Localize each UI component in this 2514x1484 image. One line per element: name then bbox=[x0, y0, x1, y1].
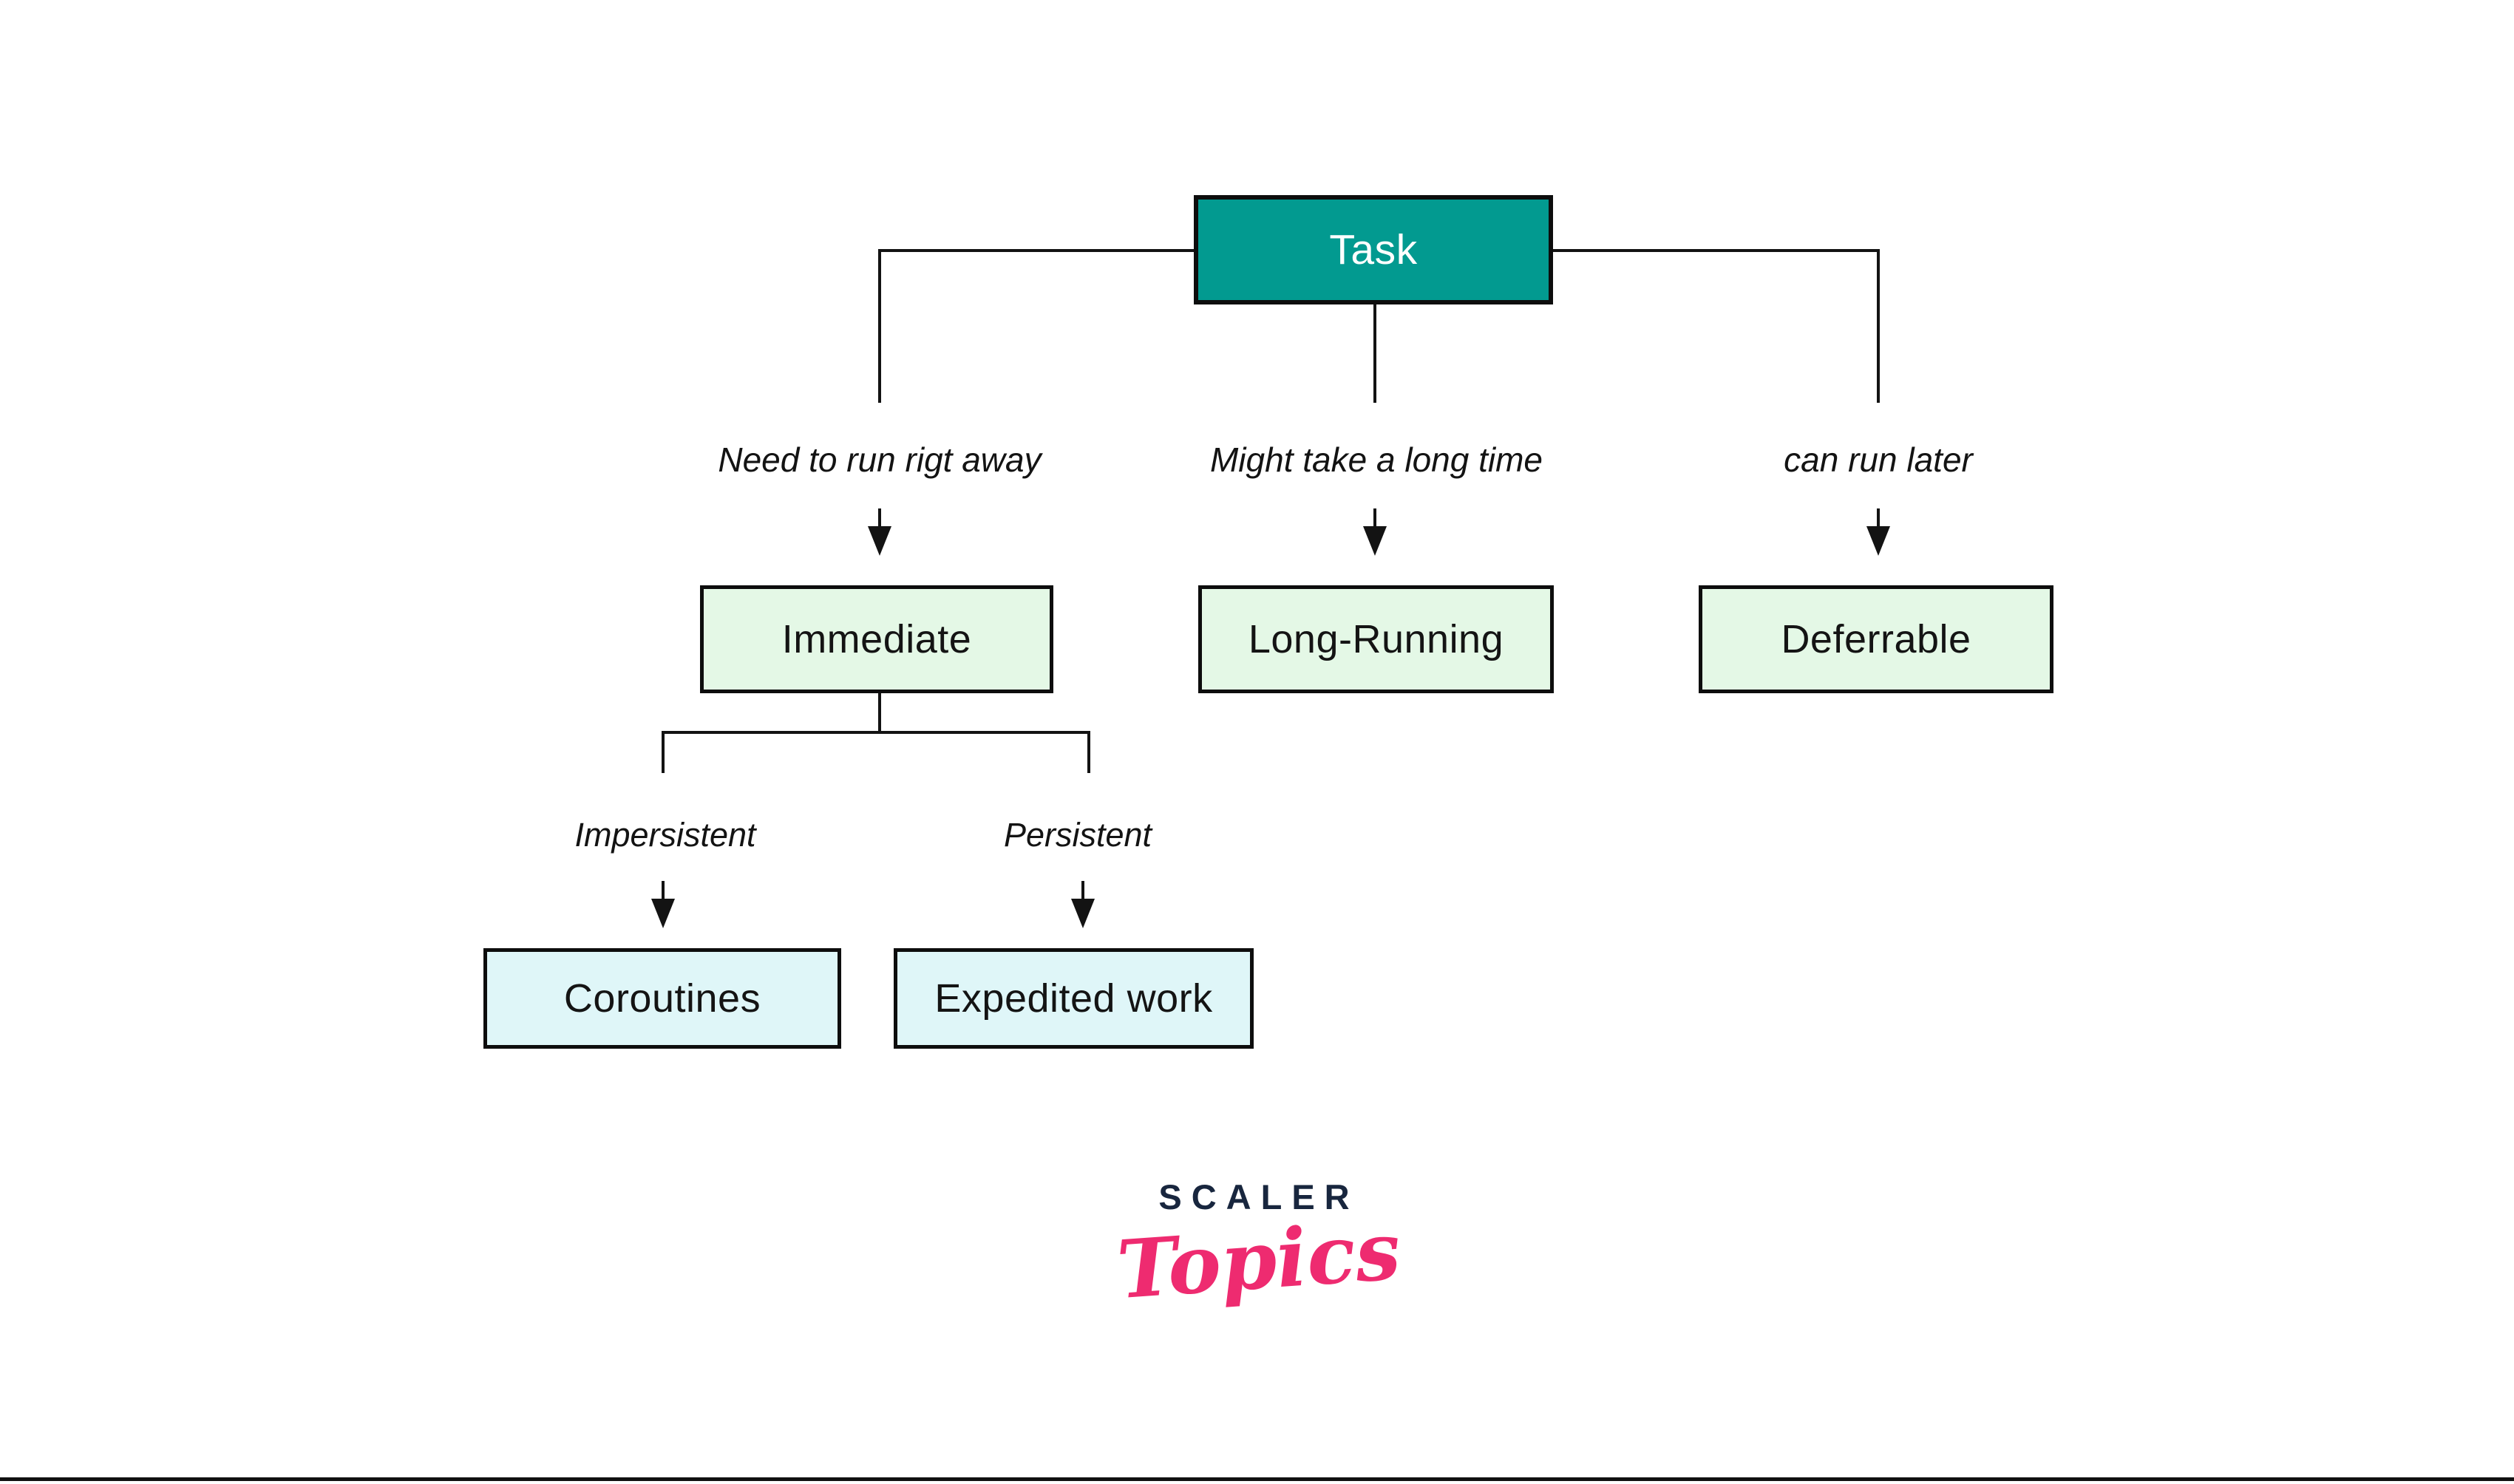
node-deferrable-label: Deferrable bbox=[1781, 617, 1971, 661]
node-immediate-label: Immediate bbox=[781, 617, 972, 661]
node-expedited-work-label: Expedited work bbox=[934, 976, 1213, 1021]
arrow-head-long-running bbox=[1363, 526, 1387, 556]
edge-label-persistent: Persistent bbox=[1003, 816, 1152, 854]
node-immediate: Immediate bbox=[700, 585, 1053, 693]
topics-wordmark: Topics bbox=[1114, 1204, 1404, 1318]
arrow-head-immediate bbox=[868, 526, 891, 556]
node-long-running: Long-Running bbox=[1198, 585, 1554, 693]
bottom-divider bbox=[0, 1477, 2514, 1481]
edge-label-can-run-later: can run later bbox=[1784, 440, 1973, 479]
node-long-running-label: Long-Running bbox=[1248, 617, 1504, 661]
node-task-label: Task bbox=[1329, 226, 1418, 273]
node-task: Task bbox=[1194, 195, 1553, 304]
scaler-topics-logo: SCALER Topics bbox=[1114, 1177, 1403, 1317]
node-deferrable: Deferrable bbox=[1699, 585, 2053, 693]
edge-label-might-take-long: Might take a long time bbox=[1209, 440, 1543, 479]
scaler-wordmark: SCALER bbox=[1158, 1177, 1359, 1216]
edge-label-need-to-run: Need to run rigt away bbox=[718, 440, 1042, 479]
arrow-head-expedited bbox=[1071, 899, 1095, 928]
edge-label-impersistent: Impersistent bbox=[574, 816, 756, 854]
node-coroutines: Coroutines bbox=[483, 948, 841, 1049]
arrow-head-coroutines bbox=[651, 899, 675, 928]
node-expedited-work: Expedited work bbox=[894, 948, 1254, 1049]
node-coroutines-label: Coroutines bbox=[563, 976, 761, 1021]
arrow-head-deferrable bbox=[1866, 526, 1890, 556]
